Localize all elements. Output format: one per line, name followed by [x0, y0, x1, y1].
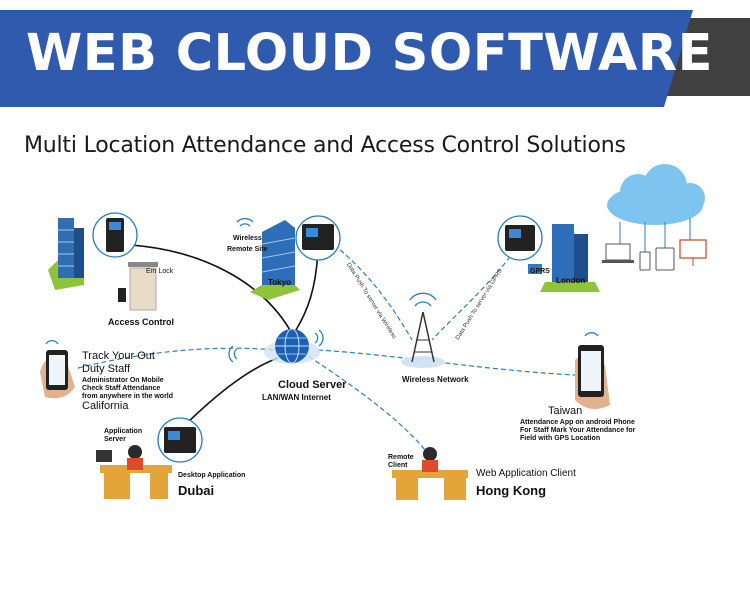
tokyo-remote-site-label: Remote Site [227, 246, 268, 253]
london-device-node [497, 215, 543, 261]
banner-background [0, 10, 693, 107]
door-lock-icon [118, 262, 158, 311]
california-title-line1: Track Your Out [82, 350, 155, 362]
cloud-server-globe-icon [264, 328, 320, 364]
taiwan-desc-line3: Field with GPS Location [520, 435, 601, 443]
link-tokyo-wireless [339, 249, 413, 341]
em-lock-label: Em Lock [146, 268, 174, 275]
dubai-server-line1: Application [104, 428, 143, 435]
taiwan-description: Attendance App on android Phone For Staf… [520, 419, 635, 443]
london-city-label: London [556, 276, 586, 285]
california-phone-icon [40, 340, 75, 399]
link-california [77, 347, 276, 369]
office-building-icon [48, 218, 84, 290]
wireless-tower-icon [401, 292, 445, 368]
link-taiwan [317, 349, 576, 376]
tablet-icon [655, 247, 675, 271]
hong-kong-app-label: Web Application Client [476, 468, 576, 479]
dubai-city-label: Dubai [178, 483, 215, 498]
california-desc-line1: Administrator On Mobile [82, 377, 164, 384]
link-access-control [129, 244, 291, 331]
wireless-network-label: Wireless Network [402, 375, 469, 384]
cloud-server-detail: LAN/WAN Internet [262, 393, 331, 402]
access-control-label: Access Control [108, 317, 175, 327]
dubai-server-label: Application Server [104, 428, 142, 444]
taiwan-desc-line1: Attendance App on android Phone [520, 419, 635, 426]
dubai-device-node [157, 417, 203, 463]
london-building-icon [528, 224, 600, 292]
cloud-icon [607, 164, 705, 252]
page-subtitle: Multi Location Attendance and Access Con… [24, 133, 626, 158]
california-description: Administrator On Mobile Check Staff Atte… [82, 377, 173, 401]
california-desc-line2: Check Staff Attendance [82, 385, 161, 393]
hong-kong-remote-line2: Client [388, 462, 408, 470]
tokyo-device-node [295, 215, 341, 261]
hong-kong-remote-line1: Remote [388, 454, 414, 461]
california-caption: Track Your Out Duty Staff [82, 350, 155, 375]
tokyo-wireless-label: Wireless [233, 235, 262, 242]
cloud-server-label: Cloud Server [278, 379, 347, 391]
taiwan-city-label: Taiwan [548, 405, 583, 417]
london-gprs-label: GPRS [530, 268, 550, 275]
hong-kong-city-label: Hong Kong [476, 483, 547, 498]
link-london-gprs [431, 249, 516, 341]
tokyo-city-label: Tokyo [268, 278, 291, 287]
phone-icon [639, 251, 651, 271]
tokyo-building-icon [250, 220, 300, 300]
banner-title: WEB CLOUD SOFTWARE [26, 24, 713, 83]
link-hong-kong [301, 351, 426, 451]
dubai-app-label: Desktop Application [178, 472, 246, 479]
access-control-device-node [92, 212, 138, 258]
hong-kong-desk-icon [392, 447, 468, 500]
california-city-label: California [82, 400, 129, 412]
hong-kong-remote-label: Remote Client [388, 454, 414, 470]
california-desc-line3: from anywhere in the world [82, 393, 174, 401]
california-title-line2: Duty Staff [82, 362, 131, 375]
dubai-server-line2: Server [104, 436, 126, 444]
laptop-icon [602, 243, 634, 263]
monitor-icon [679, 239, 707, 266]
dubai-desk-icon [96, 445, 172, 499]
taiwan-desc-line2: For Staff Mark Your Attendance for [520, 427, 636, 435]
wifi-icon [236, 217, 254, 227]
taiwan-phone-icon [575, 332, 610, 409]
wifi-icon [228, 329, 324, 363]
